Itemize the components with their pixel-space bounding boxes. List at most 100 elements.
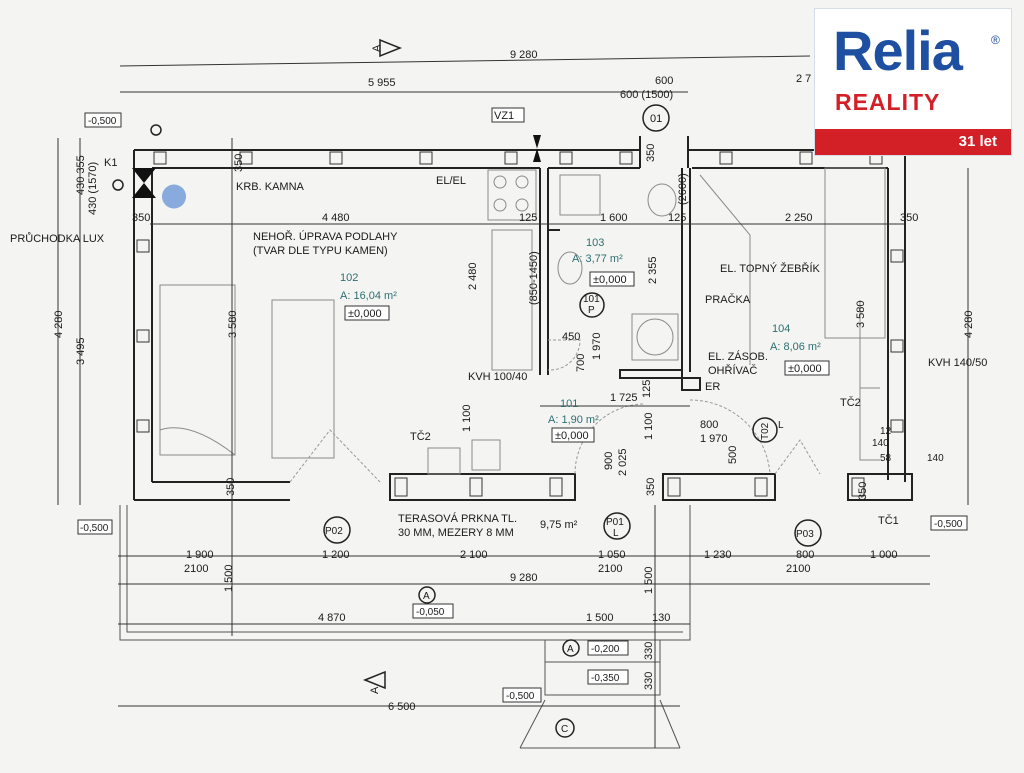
label-zasob-2: OHŘÍVAČ (708, 364, 757, 377)
dim-v1500a: 1 500 (223, 564, 235, 592)
dim-700: 700 (575, 354, 587, 372)
label-terasa-1: TERASOVÁ PRKNA TL. (398, 512, 517, 525)
section-markers (112, 38, 822, 738)
dim-b130: 130 (652, 612, 670, 624)
dim-b2100-1: 2100 (184, 563, 208, 575)
room-104-number: 104 (772, 323, 790, 335)
label-grid-a-step: A (567, 644, 574, 655)
dim-12: 12 (880, 426, 892, 437)
room-102-area: A: 16,04 m² (340, 290, 397, 302)
dim-b2100-2: 2100 (598, 563, 622, 575)
label-t02: T02 (760, 422, 771, 440)
room-101-area: A: 1,90 m² (548, 414, 599, 426)
dim-350-top2: 350 (645, 144, 657, 162)
logo-badge-text: 31 let (958, 133, 997, 150)
dim-350-left: 350 (132, 212, 150, 224)
level-boxes (77, 107, 968, 703)
dim-inner-4480: 4 480 (322, 212, 350, 224)
dim-140b: 140 (927, 453, 944, 464)
dim-b2100-3: 2100 (786, 563, 810, 575)
level-terrace: -0,050 (416, 607, 445, 618)
dim-1100b: 1 100 (643, 412, 655, 440)
label-floor-note-2: (TVAR DLE TYPU KAMEN) (253, 245, 388, 257)
label-topny-zebrik: EL. TOPNÝ ŽEBŘÍK (720, 262, 821, 275)
dim-2025: 2 025 (617, 448, 629, 476)
room-103-number: 103 (586, 237, 604, 249)
label-pruchodka: PRŮCHODKA LUX (10, 232, 105, 245)
dim-inner-2250: 2 250 (785, 212, 813, 224)
relia-reality-logo[interactable]: Relia ® REALITY 31 let (814, 8, 1012, 156)
dim-350-b2: 350 (645, 478, 657, 496)
dim-350-top: 350 (233, 154, 245, 172)
k1-chimney (132, 135, 541, 209)
dim-top-total: 9 280 (510, 49, 538, 61)
dim-4280-right: 4 280 (963, 310, 975, 338)
dim-3580-right: 3 580 (855, 300, 867, 328)
label-t02-l: L (778, 420, 784, 431)
dim-top-600-1500: 600 (1500) (620, 89, 673, 101)
room-101-number: 101 (560, 398, 578, 410)
label-tc2-left: TČ2 (410, 430, 431, 443)
dim-1100a: 1 100 (461, 404, 473, 432)
dim-350-b1: 350 (225, 478, 237, 496)
label-p101: 101 (583, 294, 600, 305)
dim-58: 58 (880, 453, 892, 464)
level-bottom: -0,500 (506, 691, 535, 702)
dim-500: 500 (727, 446, 739, 464)
dim-v330b: 330 (643, 672, 655, 690)
dim-2355: 2 355 (647, 256, 659, 284)
label-krb-kamna: KRB. KAMNA (236, 181, 305, 193)
dim-b4870: 4 870 (318, 612, 346, 624)
label-kvh-100: KVH 100/40 (468, 371, 527, 383)
dim-140a: 140 (872, 438, 889, 449)
dim-2600: (2600) (677, 173, 689, 205)
label-p101-p: P (588, 305, 595, 316)
label-grid-01: 01 (650, 113, 662, 125)
dim-2480: 2 480 (467, 262, 479, 290)
label-p02: P02 (325, 526, 343, 537)
label-vz1: VZ1 (494, 110, 514, 122)
outer-walls (133, 136, 913, 501)
dim-1970b: 1 970 (700, 433, 728, 445)
dim-b1000: 1 000 (870, 549, 898, 561)
label-p01-l: L (613, 528, 619, 539)
dimension-lines (57, 55, 969, 748)
label-kvh-140: KVH 140/50 (928, 357, 987, 369)
dim-v1500b: 1 500 (643, 566, 655, 594)
room-101-level: ±0,000 (555, 430, 589, 442)
furniture-lines (159, 167, 886, 475)
door-swings (289, 339, 821, 483)
dim-b1230: 1 230 (704, 549, 732, 561)
dim-125a: 125 (519, 212, 537, 224)
room-104-level: ±0,000 (788, 363, 822, 375)
dimension-texts: 9 280 2 7 5 955 600 600 (1500) 4 480 1 6… (53, 49, 975, 713)
dim-b1050: 1 050 (598, 549, 626, 561)
level-bottom-right: -0,500 (934, 519, 963, 530)
dim-800: 800 (700, 419, 718, 431)
room-103-level: ±0,000 (593, 274, 627, 286)
level-step-1: -0,200 (591, 644, 620, 655)
label-er: ER (705, 381, 720, 393)
dim-125c: 125 (641, 380, 653, 398)
dim-1725: 1 725 (610, 392, 638, 404)
wall-posts (136, 151, 904, 497)
label-zasob-1: EL. ZÁSOB. (708, 350, 768, 363)
room-104-area: A: 8,06 m² (770, 341, 821, 353)
dim-b1500: 1 500 (586, 612, 614, 624)
logo-subtitle: REALITY (835, 89, 941, 115)
dim-850: (850-1450) (528, 251, 540, 305)
label-section-a-bottom: A (369, 686, 381, 694)
logo-badge: 31 let (815, 129, 1011, 155)
label-el-el: EL/EL (436, 175, 466, 187)
label-section-a-top: A (371, 44, 383, 52)
label-k1: K1 (104, 157, 117, 169)
dim-top-5955: 5 955 (368, 77, 396, 89)
label-grid-a-terrace: A (423, 591, 430, 602)
dim-b2100a: 2 100 (460, 549, 488, 561)
dim-b1200: 1 200 (322, 549, 350, 561)
dim-b800: 800 (796, 549, 814, 561)
label-terasa-2: 30 MM, MEZERY 8 MM (398, 527, 514, 539)
dim-450: 450 (562, 331, 580, 343)
label-grid-c: C (561, 724, 568, 735)
